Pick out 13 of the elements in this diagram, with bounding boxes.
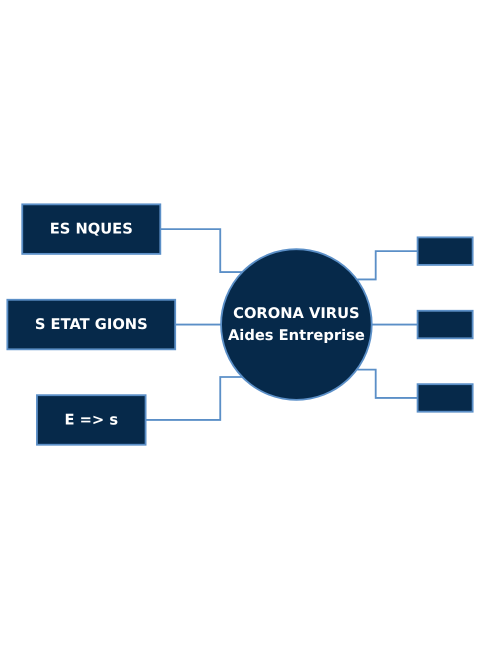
node-circle: CORONA VIRUS Aides Entreprise xyxy=(220,248,373,402)
connector xyxy=(175,324,222,326)
node-box xyxy=(416,384,474,414)
node-box: ES NQUES xyxy=(21,204,162,256)
node-box xyxy=(416,236,474,266)
connector xyxy=(160,228,242,274)
node-box: S ETAT GIONS xyxy=(6,299,176,351)
connector xyxy=(356,250,418,281)
node-box xyxy=(416,310,474,340)
connector xyxy=(356,369,418,400)
connector xyxy=(372,324,418,326)
node-box: E => s xyxy=(36,394,147,446)
connector xyxy=(146,376,242,422)
